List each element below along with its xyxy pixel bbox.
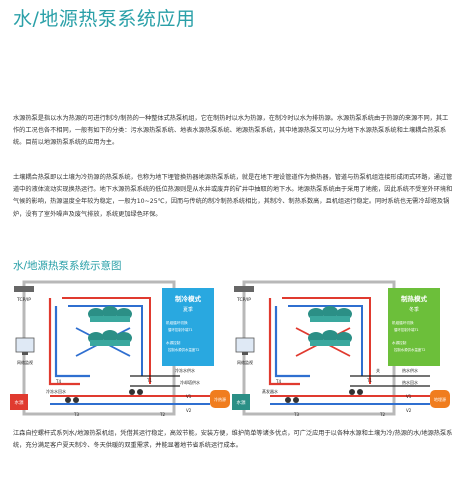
monitor-stand [242, 352, 248, 355]
load-tank [430, 390, 450, 408]
water-source-label: 水源 [15, 399, 24, 406]
cooling-mode-panel [162, 288, 214, 366]
t1-label: T1 [146, 378, 152, 383]
intro-paragraph: 水源热泵是指以水为热源的可进行制冷/制热的一种整体式热泵机组，它在制热时以水为热… [13, 115, 449, 147]
t3-label: T3 [293, 412, 299, 417]
v2-label: V2 [186, 408, 192, 413]
heating-item-2: 控制水源供水温度T2 [394, 347, 425, 352]
heating-header-2: 水源控制 [392, 340, 407, 345]
computer-label: 网络监视 [237, 359, 253, 365]
page-title: 水/地源热泵系统应用 [13, 8, 196, 30]
source-supply-label: 蒸发器水 [262, 388, 278, 394]
heating-season: 冬季 [409, 306, 419, 313]
supply-pipe [62, 297, 151, 384]
supply-pipe [282, 297, 371, 384]
heat-pump-schematic: TCP/IP 网络监视 水源 冷热源 冷冻水供水 冷冻水回水 冷却塔供水 T1 … [10, 280, 450, 417]
heating-schematic: TCP/IP 网络监视 水源 地埋源 热水供水 热水回水 蒸发器水 关 T1 T… [232, 280, 450, 417]
hw-return-label: 热水回水 [402, 379, 418, 385]
chiller-units [88, 306, 132, 346]
pump-icon [285, 397, 291, 403]
cooling-item-1: 循环控制冷端T1 [168, 327, 193, 332]
heating-mode-title: 制热模式 [401, 294, 428, 303]
return-pipe [68, 305, 143, 376]
heat-pump-units [308, 306, 352, 346]
pump-icon [349, 389, 355, 395]
controller-label: TCP/IP [236, 297, 251, 303]
pump-icon [73, 397, 79, 403]
hot-pipe [48, 298, 80, 386]
cooling-header-1: 机组循环切换 [166, 320, 188, 325]
hw-supply-label: 热水供水 [402, 367, 418, 373]
cooling-schematic: TCP/IP 网络监视 水源 冷热源 冷冻水供水 冷冻水回水 冷却塔供水 T1 … [10, 280, 230, 417]
controller-device [14, 286, 34, 292]
t2-label: T2 [159, 412, 165, 417]
chw-return-label: 冷冻水回水 [46, 388, 66, 394]
chw-supply-label: 冷冻水供水 [175, 367, 195, 373]
pump-icon [293, 397, 299, 403]
heat-pump-unit [322, 330, 338, 342]
pump-icon [65, 397, 71, 403]
loads-label: 冷却塔供水 [180, 379, 200, 385]
heat-pump-body [310, 316, 350, 322]
heating-header-1: 机组循环切换 [392, 320, 414, 325]
v1-label: V1 [406, 394, 412, 399]
v2-label: V2 [406, 408, 412, 413]
computer-label: 网络监视 [17, 359, 33, 365]
t4-label: T4 [275, 379, 281, 384]
t1-label: T1 [366, 378, 372, 383]
chiller-unit [102, 330, 118, 342]
monitor-stand [22, 352, 28, 355]
cooling-item-2: 控制水源供水温度T2 [168, 347, 199, 352]
monitor-icon [235, 337, 255, 353]
duct-frame [22, 280, 176, 416]
tank-label: 地埋源 [434, 396, 446, 402]
return-pipe [288, 305, 363, 376]
footer-paragraph: 江森自控螺杆式系列水/地源热泵机组，凭借其运行稳定，高效节能，安装方便，维护简单… [13, 430, 453, 449]
heating-item-1: 循环控制冷端T1 [394, 327, 419, 332]
heat-pump-unit [322, 306, 338, 318]
controller-label: TCP/IP [16, 297, 31, 303]
hot-pipe [268, 298, 300, 386]
heat-pump-body [310, 340, 350, 346]
cold-pipe [274, 306, 310, 378]
t3-label: T3 [73, 412, 79, 417]
diagram-section-title: 水/地源热泵系统示意图 [13, 260, 122, 272]
heating-mode-panel [388, 288, 440, 366]
cooling-mode-title: 制冷模式 [175, 294, 202, 303]
v1-label: V1 [186, 394, 192, 399]
ground-source-paragraph: 土壤耦合热泵即以土壤为冷热源的热泵系统，也称为地下埋管换热器地源热泵系统，就是在… [13, 174, 453, 218]
tank-label: 冷热源 [214, 396, 226, 402]
cold-pipe [54, 306, 90, 378]
chiller-unit [102, 306, 118, 318]
water-source-box [232, 394, 250, 410]
t2-label: T2 [379, 412, 385, 417]
header-pipe [130, 375, 180, 387]
chiller-body [90, 316, 130, 322]
controller-device [234, 286, 254, 292]
t4-label: T4 [55, 379, 61, 384]
pump-icon [357, 389, 363, 395]
pump-icon [137, 389, 143, 395]
chiller-body [90, 340, 130, 346]
water-source-label: 水源 [237, 399, 246, 406]
monitor-icon [15, 337, 35, 353]
valve-closed-label: 关 [376, 367, 380, 373]
duct-frame [242, 280, 396, 416]
cooling-season: 夏季 [183, 306, 193, 313]
water-source-box [10, 394, 28, 410]
header-pipe [350, 375, 430, 387]
pump-icon [129, 389, 135, 395]
cooling-header-2: 水源控制 [166, 340, 181, 345]
load-tank [210, 390, 230, 408]
